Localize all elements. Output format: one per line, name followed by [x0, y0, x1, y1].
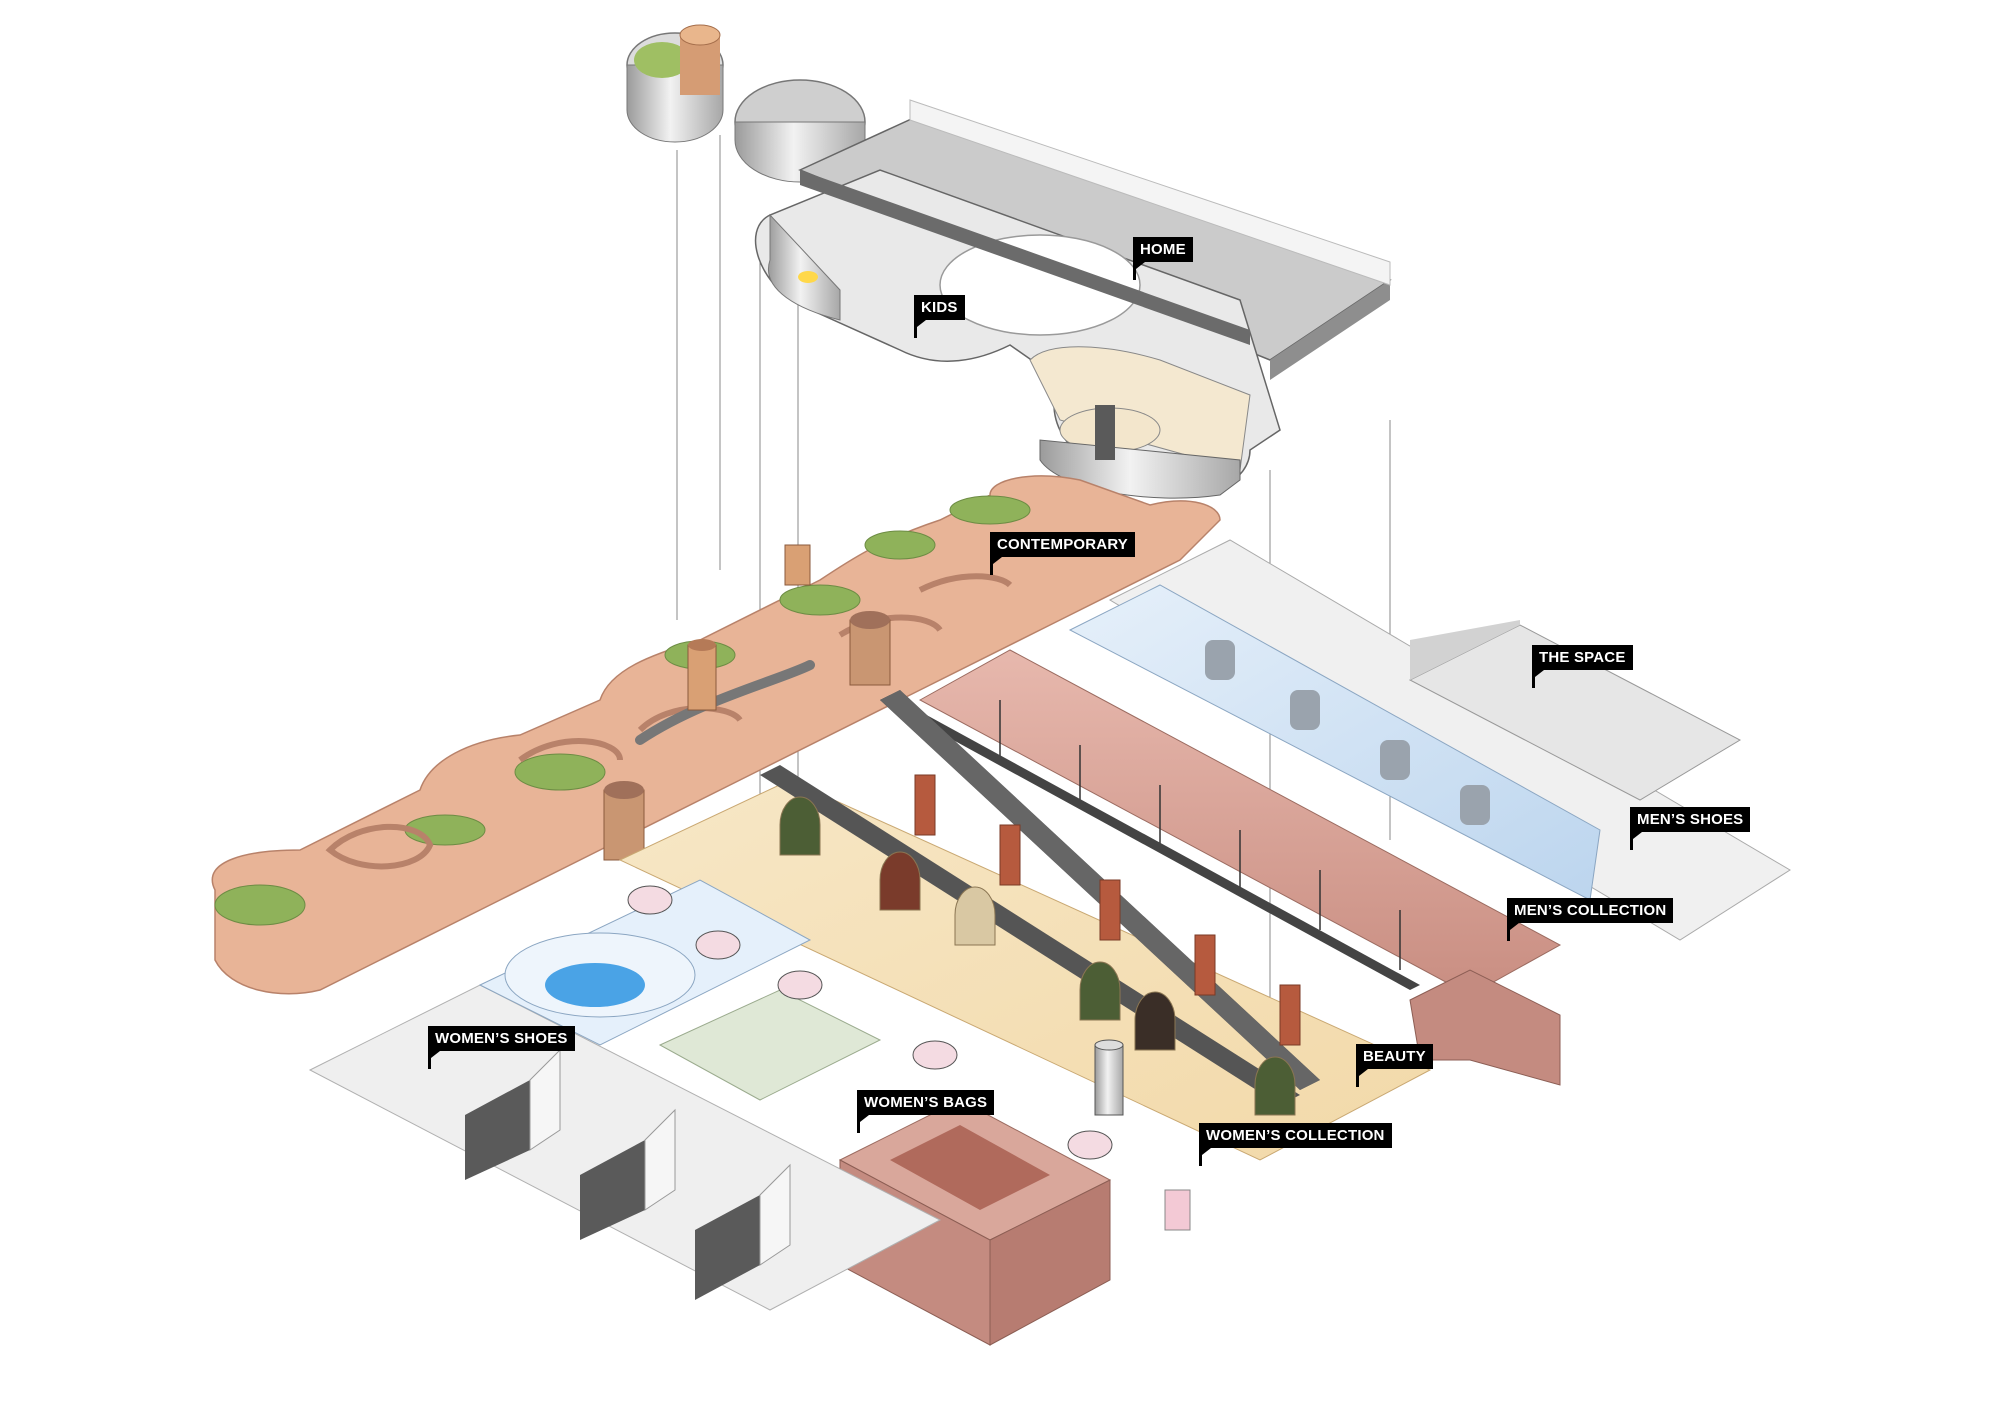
- label-kids-pointer: [914, 320, 917, 338]
- label-womens-bags-pointer: [857, 1115, 860, 1133]
- label-the-space-text: THE SPACE: [1532, 645, 1633, 670]
- label-home-text: HOME: [1133, 237, 1193, 262]
- label-mens-collection-pointer-tip: [1510, 923, 1519, 930]
- label-womens-bags-pointer-tip: [860, 1115, 869, 1122]
- label-mens-collection-pointer: [1507, 923, 1510, 941]
- label-mens-shoes-text: MEN’S SHOES: [1630, 807, 1751, 832]
- ground-floor: [308, 690, 1432, 1346]
- label-mens-collection-text: MEN’S COLLECTION: [1507, 898, 1674, 923]
- label-beauty-text: BEAUTY: [1356, 1044, 1433, 1069]
- label-womens-shoes-pointer: [428, 1051, 431, 1069]
- label-home: HOME: [1133, 237, 1193, 280]
- label-contemporary-pointer-tip: [993, 557, 1002, 564]
- label-womens-bags-text: WOMEN’S BAGS: [857, 1090, 995, 1115]
- label-kids-pointer-tip: [917, 320, 926, 327]
- label-womens-collection-text: WOMEN’S COLLECTION: [1199, 1123, 1392, 1148]
- label-mens-collection: MEN’S COLLECTION: [1507, 898, 1674, 941]
- label-mens-shoes-pointer: [1630, 832, 1633, 850]
- contemporary-floor: [211, 475, 1221, 995]
- label-contemporary-pointer: [990, 557, 993, 575]
- label-kids-text: KIDS: [914, 295, 965, 320]
- label-the-space-pointer-tip: [1535, 670, 1544, 677]
- top-floor-home-kids: [626, 24, 1392, 499]
- label-womens-collection-pointer-tip: [1202, 1148, 1211, 1155]
- label-mens-shoes-pointer-tip: [1633, 832, 1642, 839]
- label-womens-shoes-text: WOMEN’S SHOES: [428, 1026, 575, 1051]
- label-home-pointer: [1133, 262, 1136, 280]
- label-contemporary: CONTEMPORARY: [990, 532, 1136, 575]
- mens-floor: [880, 539, 1791, 1086]
- label-the-space-pointer: [1532, 670, 1535, 688]
- label-womens-collection: WOMEN’S COLLECTION: [1199, 1123, 1392, 1166]
- label-beauty-pointer-tip: [1359, 1069, 1368, 1076]
- label-womens-shoes-pointer-tip: [431, 1051, 440, 1058]
- label-kids: KIDS: [914, 295, 965, 338]
- label-beauty: BEAUTY: [1356, 1044, 1433, 1087]
- label-womens-shoes: WOMEN’S SHOES: [428, 1026, 575, 1069]
- label-home-pointer-tip: [1136, 262, 1145, 269]
- label-womens-collection-pointer: [1199, 1148, 1202, 1166]
- label-beauty-pointer: [1356, 1069, 1359, 1087]
- label-the-space: THE SPACE: [1532, 645, 1633, 688]
- label-womens-bags: WOMEN’S BAGS: [857, 1090, 995, 1133]
- label-mens-shoes: MEN’S SHOES: [1630, 807, 1751, 850]
- label-contemporary-text: CONTEMPORARY: [990, 532, 1136, 557]
